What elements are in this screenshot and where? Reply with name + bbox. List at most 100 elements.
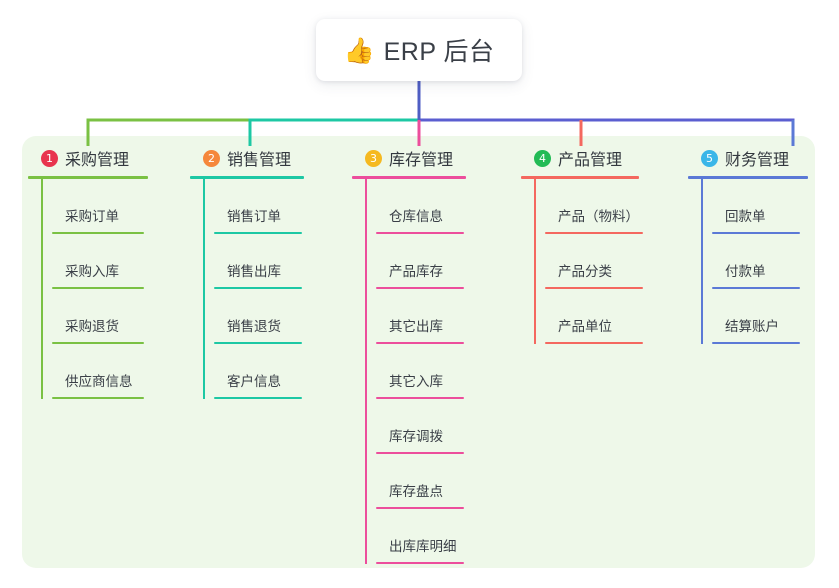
branch-header-product[interactable]: 4 产品管理 [521, 145, 639, 171]
branch-title-inventory: 库存管理 [389, 152, 454, 169]
leaf-underline [712, 287, 800, 289]
leaf-underline [376, 397, 464, 399]
branch-sales[interactable]: 2 销售管理销售订单销售出库销售退货客户信息 [190, 145, 304, 399]
leaf-underline [52, 287, 144, 289]
branch-header-purchase[interactable]: 1 采购管理 [28, 145, 148, 171]
leaf-label: 其它出库 [389, 319, 443, 334]
leaf-underline [214, 287, 302, 289]
branch-badge-purchase: 1 [41, 149, 58, 167]
branch-title-sales: 销售管理 [227, 152, 292, 169]
branch-header-sales[interactable]: 2 销售管理 [190, 145, 304, 171]
leaf-node[interactable]: 产品（物料） [534, 179, 643, 234]
leaf-label: 出库库明细 [389, 539, 457, 554]
leaf-node[interactable]: 其它出库 [365, 289, 466, 344]
leaf-node[interactable]: 销售出库 [203, 234, 304, 289]
leaf-node[interactable]: 库存调拨 [365, 399, 466, 454]
leaf-underline [545, 342, 643, 344]
leaf-node[interactable]: 供应商信息 [41, 344, 148, 399]
branch-spine-inventory [365, 179, 367, 564]
leaf-underline [712, 232, 800, 234]
branch-spine-finance [701, 179, 703, 344]
leaf-node[interactable]: 销售退货 [203, 289, 304, 344]
leaf-underline [52, 342, 144, 344]
leaf-node[interactable]: 产品单位 [534, 289, 643, 344]
branch-badge-product: 4 [534, 149, 551, 167]
leaf-node[interactable]: 其它入库 [365, 344, 466, 399]
leaf-label: 库存盘点 [389, 484, 443, 499]
leaf-node[interactable]: 采购退货 [41, 289, 148, 344]
leaf-underline [545, 232, 643, 234]
leaf-label: 产品（物料） [558, 209, 639, 224]
branch-product[interactable]: 4 产品管理产品（物料） 产品分类产品单位 [521, 145, 643, 344]
branch-spine-product [534, 179, 536, 344]
leaf-node[interactable]: 销售订单 [203, 179, 304, 234]
leaf-underline [214, 232, 302, 234]
branch-title-finance: 财务管理 [725, 152, 790, 169]
diagram-panel-background [22, 136, 815, 568]
leaf-underline [214, 397, 302, 399]
leaf-node[interactable]: 产品分类 [534, 234, 643, 289]
leaf-node[interactable]: 采购入库 [41, 234, 148, 289]
leaf-label: 其它入库 [389, 374, 443, 389]
leaf-node[interactable]: 产品库存 [365, 234, 466, 289]
leaf-node[interactable]: 仓库信息 [365, 179, 466, 234]
branch-underline-purchase [28, 176, 148, 179]
leaf-node[interactable]: 客户信息 [203, 344, 304, 399]
leaf-label: 仓库信息 [389, 209, 443, 224]
leaf-underline [214, 342, 302, 344]
leaf-label: 销售退货 [227, 319, 281, 334]
branch-badge-inventory: 3 [365, 149, 382, 167]
leaf-label: 回款单 [725, 209, 766, 224]
leaf-label: 销售订单 [227, 209, 281, 224]
root-node[interactable]: 👍 ERP 后台 [316, 19, 522, 81]
leaf-underline [376, 507, 464, 509]
leaf-label: 销售出库 [227, 264, 281, 279]
branch-underline-sales [190, 176, 304, 179]
leaf-label: 客户信息 [227, 374, 281, 389]
branch-title-purchase: 采购管理 [65, 152, 130, 169]
branch-purchase[interactable]: 1 采购管理采购订单采购入库采购退货供应商信息 [28, 145, 148, 399]
branch-finance[interactable]: 5 财务管理回款单付款单结算账户 [688, 145, 808, 344]
root-title: ERP 后台 [383, 38, 495, 66]
thumbs-up-icon: 👍 [343, 36, 375, 65]
leaf-label: 产品分类 [558, 264, 612, 279]
branch-badge-finance: 5 [701, 149, 718, 167]
leaf-label: 供应商信息 [65, 374, 133, 389]
leaf-node[interactable]: 采购订单 [41, 179, 148, 234]
leaf-node[interactable]: 库存盘点 [365, 454, 466, 509]
branch-underline-inventory [352, 176, 466, 179]
leaf-underline [376, 452, 464, 454]
branch-badge-sales: 2 [203, 149, 220, 167]
leaf-underline [52, 232, 144, 234]
leaf-label: 产品单位 [558, 319, 612, 334]
branch-underline-finance [688, 176, 808, 179]
branch-children-sales: 销售订单销售出库销售退货客户信息 [190, 179, 304, 399]
leaf-underline [376, 287, 464, 289]
leaf-underline [376, 342, 464, 344]
leaf-underline [52, 397, 144, 399]
branch-children-purchase: 采购订单采购入库采购退货供应商信息 [28, 179, 148, 399]
branch-spine-sales [203, 179, 205, 399]
leaf-label: 采购退货 [65, 319, 119, 334]
branch-header-inventory[interactable]: 3 库存管理 [352, 145, 466, 171]
leaf-node[interactable]: 结算账户 [701, 289, 808, 344]
branch-spine-purchase [41, 179, 43, 399]
leaf-node[interactable]: 回款单 [701, 179, 808, 234]
leaf-node[interactable]: 出库库明细 [365, 509, 466, 564]
leaf-label: 采购入库 [65, 264, 119, 279]
branch-title-product: 产品管理 [558, 152, 623, 169]
leaf-underline [712, 342, 800, 344]
leaf-label: 产品库存 [389, 264, 443, 279]
branch-children-product: 产品（物料） 产品分类产品单位 [521, 179, 643, 344]
branch-inventory[interactable]: 3 库存管理仓库信息产品库存其它出库其它入库库存调拨库存盘点出库库明细 [352, 145, 466, 564]
leaf-underline [545, 287, 643, 289]
branch-header-finance[interactable]: 5 财务管理 [688, 145, 808, 171]
leaf-label: 采购订单 [65, 209, 119, 224]
leaf-label: 结算账户 [725, 319, 779, 334]
leaf-underline [376, 562, 464, 564]
leaf-label: 付款单 [725, 264, 766, 279]
leaf-underline [376, 232, 464, 234]
leaf-node[interactable]: 付款单 [701, 234, 808, 289]
branch-underline-product [521, 176, 639, 179]
